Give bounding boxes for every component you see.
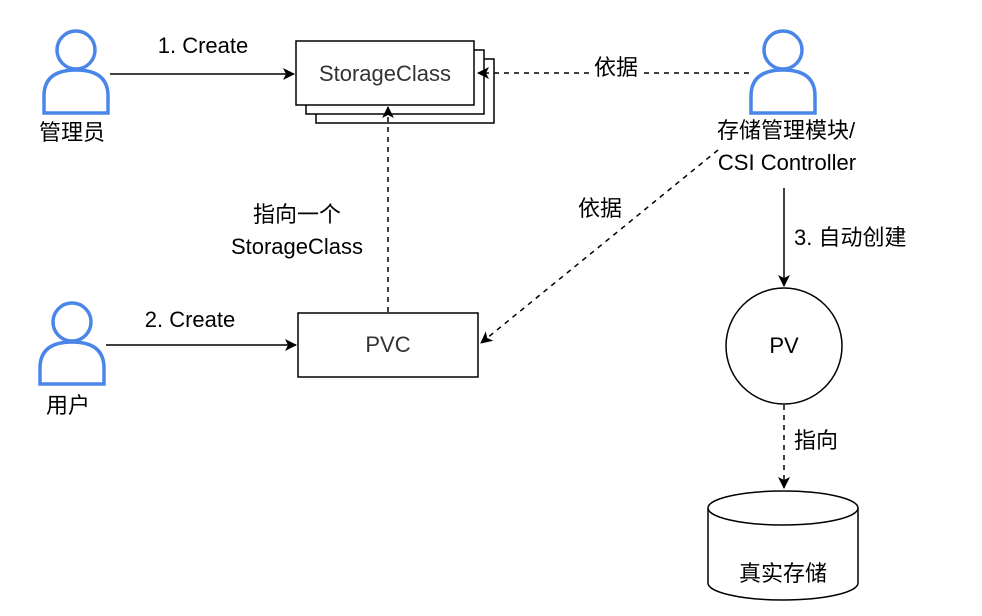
- user-create-label: 2. Create: [144, 307, 236, 332]
- pvc-to-sc-label-line2: StorageClass: [230, 234, 364, 259]
- pv-label: PV: [769, 333, 799, 358]
- controller-to-pvc-arrow: [480, 149, 719, 344]
- end-user-icon: [38, 301, 106, 386]
- controller-to-pvc-label: 依据: [577, 196, 623, 221]
- real-storage-cylinder: [707, 490, 859, 601]
- pvc-label: PVC: [365, 332, 411, 357]
- controller-user-icon: [749, 29, 817, 115]
- admin-label: 管理员: [38, 120, 106, 145]
- user-label: 用户: [45, 393, 91, 418]
- auto-create-label: 3. 自动创建: [794, 225, 907, 250]
- controller-label-line1: 存储管理模块/: [716, 118, 856, 143]
- pvc-box: [297, 312, 479, 378]
- pvc-to-sc-label-line1: 指向一个: [252, 202, 342, 227]
- controller-label-line2: CSI Controller: [717, 150, 857, 175]
- admin-create-label: 1. Create: [157, 33, 249, 58]
- admin-user-icon: [42, 29, 110, 115]
- storageclass-box: [295, 40, 495, 124]
- storageclass-label: StorageClass: [318, 61, 452, 86]
- pv-circle: [725, 287, 843, 405]
- controller-to-sc-label: 依据: [589, 55, 643, 81]
- real-storage-label: 真实存储: [738, 561, 828, 586]
- pv-to-storage-label: 指向: [794, 428, 839, 453]
